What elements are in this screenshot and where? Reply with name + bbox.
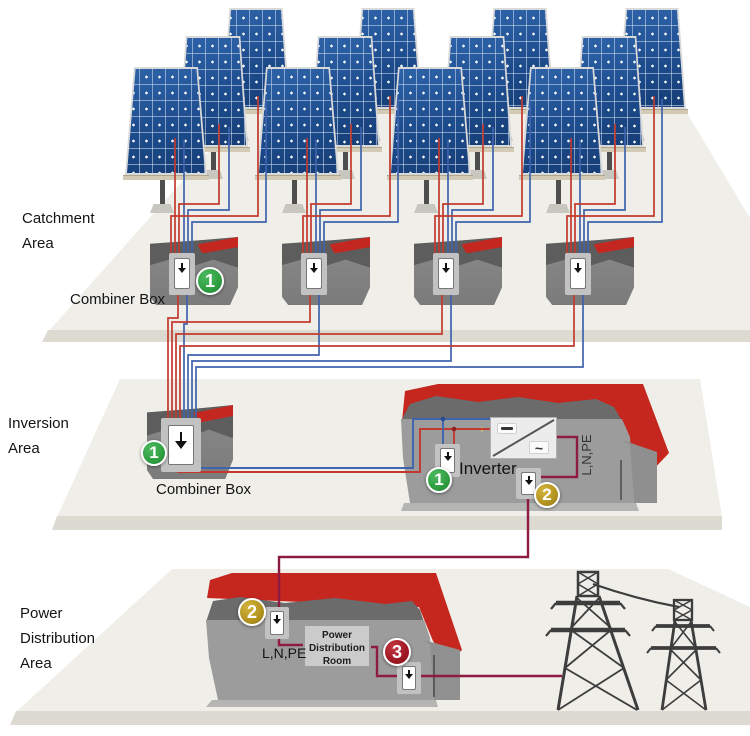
spd-arrow-icon [180,432,182,441]
spd-distribution-in [265,607,289,639]
lnpe-label: L,N,PE [262,645,307,661]
panel-post [160,180,165,206]
label-line: Distribution [20,630,96,647]
badge-number: 2 [542,485,552,504]
combiner-box-label: Combiner Box [70,291,166,308]
solar-panel [519,67,605,180]
spd-arrow-icon [276,615,278,619]
dc-symbol-icon [497,423,517,434]
badge-number: 1 [149,443,159,462]
panel-post [424,180,429,206]
spd-arrow-icon [446,452,449,456]
label-line: Area [22,235,54,252]
label-line: Area [20,655,52,672]
spd-combiner-2 [301,253,327,295]
spd-combiner-3 [433,253,459,295]
label-line: Area [8,440,40,457]
badge-number: 1 [204,270,215,291]
ac-symbol-icon: ~ [529,439,549,456]
solar-panel [123,67,209,180]
solar-panel [255,67,341,180]
building-corner-line [433,655,435,697]
spd-inverter-ac [516,468,541,499]
label-line: Inversion [8,415,69,432]
spd-arrow-icon [445,263,447,268]
dc-polarity-mark: + [479,425,485,436]
badge-number: 2 [246,601,257,622]
panel-base [414,204,438,213]
spd-distribution-out [397,662,421,694]
spd-arrow-icon [527,476,530,480]
catchment-area-label: Catchment Area [22,206,95,256]
panel-post [211,152,216,172]
spd-arrow-icon [577,263,579,268]
stage1-badge: 1 [141,440,167,466]
inverter-unit: ~ [490,417,557,459]
panel-base [150,204,174,213]
spd-combiner-4 [565,253,591,295]
spd-arrow-icon [181,263,183,268]
panel-post [475,152,480,172]
solar-panel [387,67,473,180]
inverter-label: Inverter [459,459,517,478]
panel-base [546,204,570,213]
stage1-badge: 1 [196,267,224,295]
power-distribution-room-box: Power Distribution Room [303,624,371,668]
spd-arrow-icon [408,670,410,674]
panel-post [343,152,348,172]
panel-post [556,180,561,206]
panel-post [292,180,297,206]
label-line: Power [20,605,63,622]
stage3-badge: 3 [383,638,411,666]
stage1-badge: 1 [426,467,452,493]
distribution-area-label: Power Distribution Area [20,601,95,676]
ac-tilde: ~ [534,439,544,456]
room-label-line2: Distribution [308,643,366,654]
stage2-badge: 2 [238,598,266,626]
room-label-line1: Power [321,630,352,641]
lnpe-label-vertical: L,N,PE [579,434,594,476]
spd-combiner-1 [169,253,195,295]
panel-base [282,204,306,213]
spd-arrow-icon [313,263,315,268]
combiner-box-label: Combiner Box [156,481,252,498]
spd-inversion-combiner [161,418,201,472]
building-plinth [206,700,438,707]
label-line: Catchment [22,210,95,227]
badge-number: 3 [391,641,402,662]
building-corner-line [620,460,622,500]
panel-post [607,152,612,172]
badge-number: 1 [434,470,444,489]
room-label-line3: Room [322,656,352,667]
inversion-area-label: Inversion Area [8,411,69,461]
stage2-badge: 2 [534,482,560,508]
